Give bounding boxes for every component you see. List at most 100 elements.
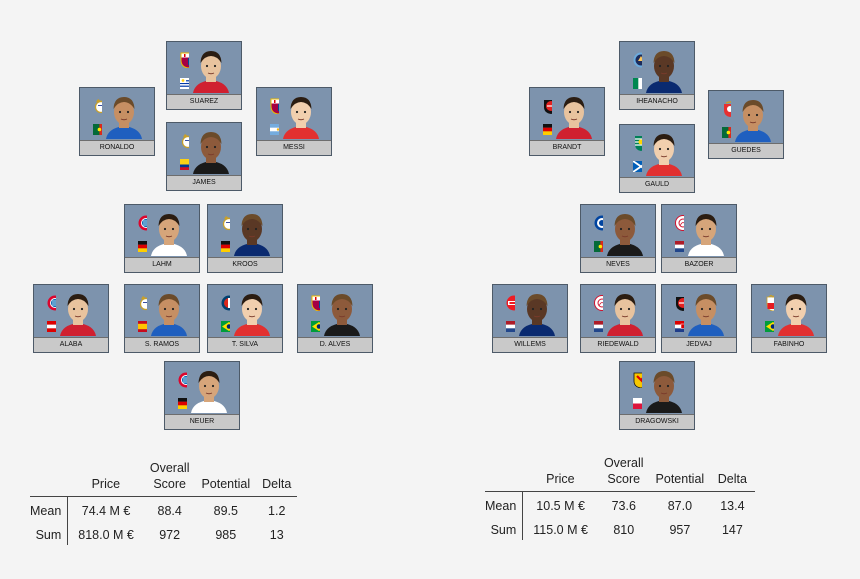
player-name: GAULD — [620, 177, 694, 192]
player-card: LAHM — [124, 204, 200, 273]
cell-overall: 88.4 — [157, 504, 182, 518]
col-header-overall: Overall Score — [603, 456, 644, 486]
player-name: ALABA — [34, 337, 108, 352]
player-name: JEDVAJ — [662, 337, 736, 352]
poland-flag-icon — [633, 398, 649, 410]
player-photo — [642, 46, 686, 93]
spain-flag-icon — [138, 321, 154, 332]
stats-corner — [485, 455, 523, 492]
player-photo — [642, 129, 686, 176]
player-name: GUEDES — [709, 143, 783, 158]
player-name: LAHM — [125, 257, 199, 272]
cell-overall: 810 — [613, 523, 635, 537]
player-photo — [279, 92, 323, 139]
stats-row-mean: Mean 74.4 M € 88.4 89.5 1.2 — [30, 496, 297, 521]
player-photo — [603, 209, 647, 256]
player-photo — [147, 289, 191, 336]
stats-row-sum: Sum 818.0 M € 972 985 13 — [30, 521, 297, 545]
player-photo — [684, 209, 728, 256]
player-name: T. SILVA — [208, 337, 282, 352]
player-card: GAULD — [619, 124, 695, 193]
player-card: BAZOER — [661, 204, 737, 273]
portugal-flag-icon — [93, 124, 109, 135]
germany-flag-icon — [543, 124, 559, 136]
player-photo — [552, 92, 596, 139]
player-name: JAMES — [167, 175, 241, 190]
player-name: BAZOER — [662, 257, 736, 272]
player-photo — [774, 289, 818, 336]
uruguay-flag-icon — [180, 78, 196, 89]
player-photo — [603, 289, 647, 336]
netherlands-flag-icon — [594, 321, 610, 333]
cell-price: 115.0 M € — [533, 523, 588, 537]
player-card: DRAGOWSKI — [619, 361, 695, 430]
player-card: KROOS — [207, 204, 283, 273]
player-name: RONALDO — [80, 140, 154, 155]
stats-table-established: Price Overall Score Potential Delta Mean… — [30, 460, 298, 545]
cell-delta: 13.4 — [720, 499, 745, 513]
player-card: D. ALVES — [297, 284, 373, 353]
player-name: NEVES — [581, 257, 655, 272]
player-name: MESSI — [257, 140, 331, 155]
cell-price: 10.5 M € — [536, 499, 585, 513]
stats-corner — [30, 460, 68, 497]
cell-potential: 87.0 — [667, 499, 693, 513]
netherlands-flag-icon — [506, 321, 522, 333]
player-card: BRANDT — [529, 87, 605, 156]
player-photo — [56, 289, 100, 336]
player-card: JEDVAJ — [661, 284, 737, 353]
player-name: WILLEMS — [493, 337, 567, 352]
row-label-sum: Sum — [485, 516, 524, 540]
player-card: WILLEMS — [492, 284, 568, 353]
player-photo — [189, 127, 233, 174]
player-name: NEUER — [165, 414, 239, 429]
col-header-price: Price — [91, 477, 121, 491]
cell-delta: 147 — [721, 523, 743, 537]
player-card: JAMES — [166, 122, 242, 191]
player-photo — [684, 289, 728, 336]
player-name: DRAGOWSKI — [620, 414, 694, 429]
stats-table-prospects: Price Overall Score Potential Delta Mean… — [485, 455, 755, 540]
player-name: SUAREZ — [167, 94, 241, 109]
player-card: T. SILVA — [207, 284, 283, 353]
cell-delta: 1.2 — [268, 504, 286, 518]
cell-overall: 972 — [159, 528, 181, 542]
col-header-potential: Potential — [655, 472, 705, 486]
colombia-flag-icon — [180, 159, 196, 170]
player-card: NEVES — [580, 204, 656, 273]
cell-potential: 985 — [215, 528, 237, 542]
player-photo — [102, 92, 146, 139]
player-photo — [147, 209, 191, 256]
player-card: FABINHO — [751, 284, 827, 353]
cell-price: 818.0 M € — [78, 528, 134, 542]
col-header-price: Price — [546, 472, 575, 486]
germany-flag-icon — [221, 241, 237, 253]
player-photo — [642, 366, 686, 413]
player-card: ALABA — [33, 284, 109, 353]
player-card: RONALDO — [79, 87, 155, 156]
player-name: FABINHO — [752, 337, 826, 352]
austria-flag-icon — [47, 321, 63, 333]
cell-delta: 13 — [269, 528, 284, 542]
cell-price: 74.4 M € — [81, 504, 131, 518]
player-photo — [515, 289, 559, 336]
row-label-mean: Mean — [485, 491, 524, 516]
portugal-flag-icon — [594, 241, 610, 252]
col-header-overall: Overall Score — [149, 461, 190, 491]
player-photo — [187, 366, 231, 413]
germany-flag-icon — [138, 241, 154, 253]
player-card: RIEDEWALD — [580, 284, 656, 353]
netherlands-flag-icon — [675, 241, 691, 253]
player-name: KROOS — [208, 257, 282, 272]
cell-overall: 73.6 — [611, 499, 636, 513]
player-name: D. ALVES — [298, 337, 372, 352]
player-photo — [320, 289, 364, 336]
player-name: IHEANACHO — [620, 94, 694, 109]
row-label-sum: Sum — [30, 521, 69, 545]
stats-row-sum: Sum 115.0 M € 810 957 147 — [485, 516, 755, 540]
argentina-flag-icon — [270, 124, 286, 136]
stats-row-mean: Mean 10.5 M € 73.6 87.0 13.4 — [485, 491, 755, 516]
col-header-potential: Potential — [201, 477, 251, 491]
player-name: BRANDT — [530, 140, 604, 155]
